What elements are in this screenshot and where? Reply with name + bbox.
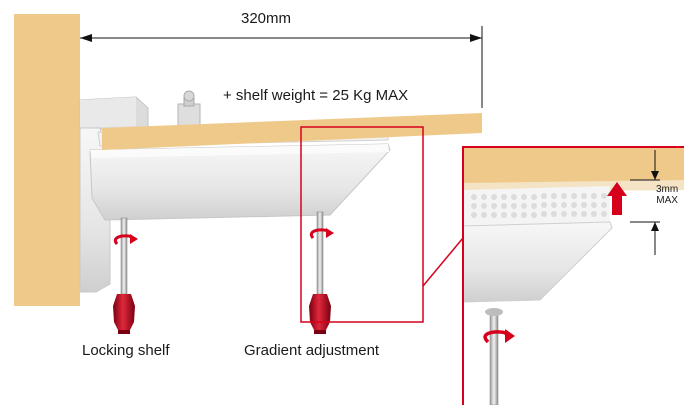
gradient-adjustment-label: Gradient adjustment bbox=[244, 342, 380, 359]
dimension-arrow-left bbox=[80, 34, 92, 42]
dimension-line bbox=[80, 26, 483, 108]
gap-label: 3mm MAX bbox=[656, 184, 678, 206]
gap-value-label: 3mm bbox=[656, 184, 679, 195]
dimension-label: 320mm bbox=[241, 10, 292, 27]
zoom-screw bbox=[489, 311, 499, 405]
zoom-connector-line bbox=[422, 237, 464, 287]
locking-screw bbox=[113, 217, 135, 334]
shelf-board bbox=[102, 113, 482, 150]
weight-note-label: + shelf weight = 25 Kg MAX bbox=[223, 87, 409, 104]
zoom-panel-frame bbox=[462, 146, 684, 405]
gap-max-label: MAX bbox=[656, 195, 678, 206]
weight-stud bbox=[177, 90, 201, 127]
detail-highlight-box bbox=[300, 126, 424, 323]
gradient-rotation-arrow-icon bbox=[309, 228, 334, 239]
zoom-bracket bbox=[463, 221, 613, 303]
zoom-detail-panel bbox=[463, 147, 684, 405]
dimension-arrow-right bbox=[470, 34, 482, 42]
locking-shelf-label: Locking shelf bbox=[82, 342, 170, 359]
zoom-rotation-arrow-icon bbox=[483, 329, 515, 344]
wall bbox=[14, 14, 80, 306]
gradient-screw bbox=[309, 211, 331, 334]
locking-rotation-arrow-icon bbox=[113, 234, 138, 245]
lift-arrow-icon bbox=[607, 182, 627, 215]
